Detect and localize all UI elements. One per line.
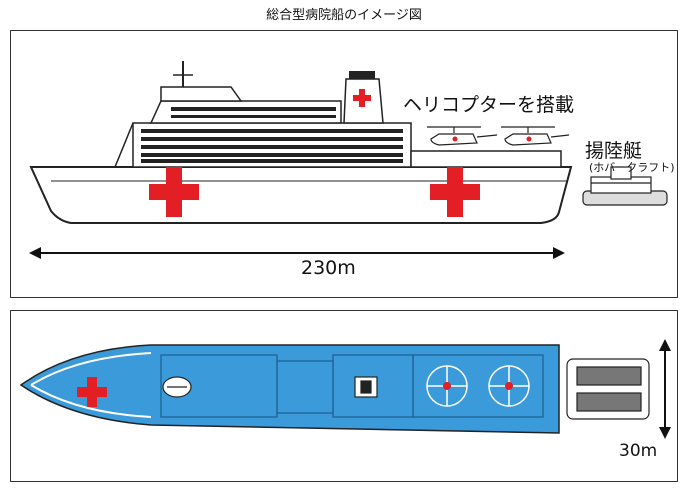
plan-view-panel: 30m [10, 310, 678, 482]
plan-hovercraft [566, 358, 650, 420]
ship-hull [29, 166, 573, 224]
hovercraft [582, 166, 668, 206]
plan-view-drawing [19, 339, 671, 439]
helideck [410, 150, 562, 168]
side-view-drawing [29, 61, 668, 259]
plan-hull [19, 344, 560, 434]
superstructure-upper [149, 100, 342, 124]
plan-funnel [354, 376, 378, 398]
funnel-red-cross [353, 89, 371, 107]
plan-helicopter-1 [426, 365, 468, 407]
width-dimension-arrow [659, 339, 671, 439]
figure-title: 総合型病院船のイメージ図 [266, 8, 422, 23]
hull-red-cross-fore [149, 167, 199, 217]
hovercraft-sublabel: (ホバークラフト) [589, 161, 675, 174]
hovercraft-label: 揚陸艇 [585, 140, 643, 162]
hull-red-cross-aft [430, 167, 480, 217]
plan-helicopter-2 [488, 365, 530, 407]
superstructure-bow-slope [114, 122, 134, 168]
window-rows [141, 107, 403, 163]
helicopter-2 [501, 126, 570, 146]
length-label: 230m [301, 257, 356, 279]
helicopter-label: ヘリコプターを搭載 [403, 94, 575, 116]
side-view-panel: ヘリコプターを搭載 揚陸艇 (ホバークラフト) 230m [10, 30, 678, 298]
helicopter-1 [427, 126, 498, 146]
plan-bridge [162, 376, 192, 398]
bridge-deck [160, 86, 243, 102]
deck-outlines [160, 354, 544, 418]
width-label: 30m [619, 441, 658, 461]
length-dimension-arrow [29, 247, 565, 259]
plan-red-cross [77, 377, 107, 407]
